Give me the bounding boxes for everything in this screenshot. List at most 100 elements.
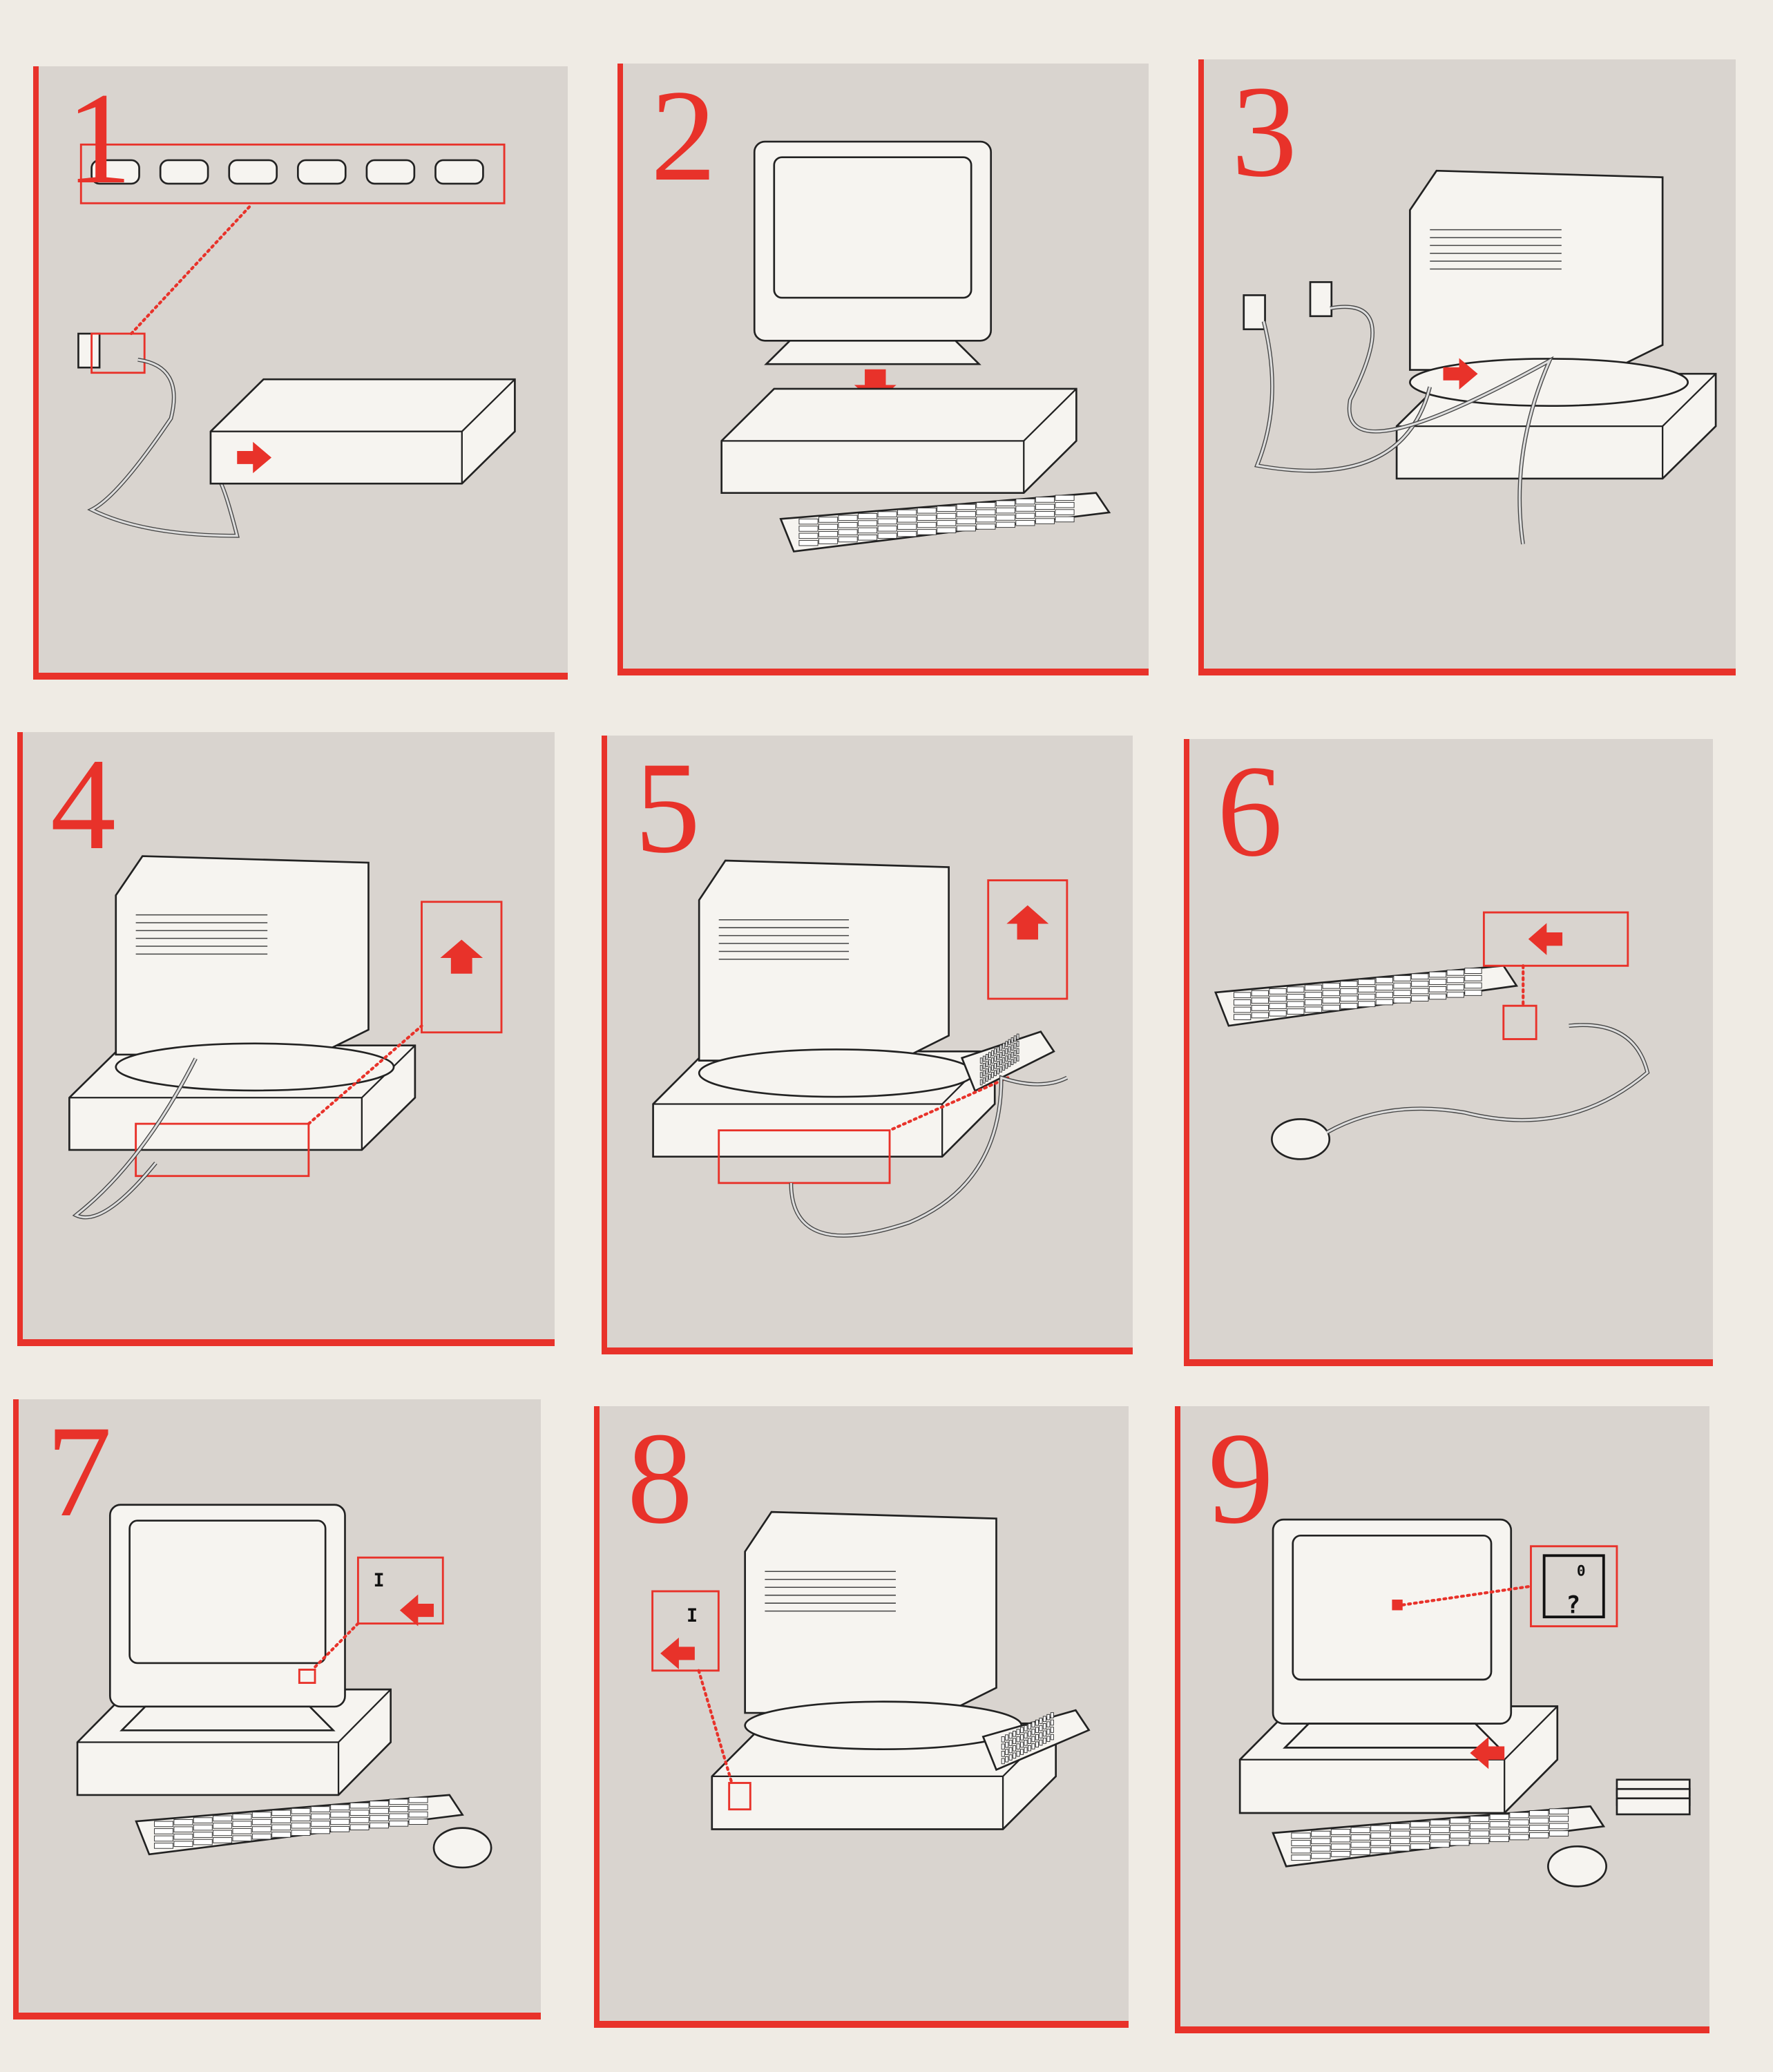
key	[1304, 1006, 1323, 1013]
key	[1016, 1048, 1019, 1055]
key	[1233, 992, 1252, 999]
key	[979, 1057, 983, 1064]
key	[1330, 1829, 1351, 1835]
key	[1411, 988, 1429, 995]
key	[1005, 1055, 1008, 1062]
key	[1002, 1050, 1006, 1057]
key	[369, 1801, 389, 1807]
step-3-illustration	[1243, 169, 1717, 545]
key	[1357, 993, 1376, 1000]
key	[1024, 1732, 1028, 1739]
key	[1027, 1745, 1032, 1752]
key	[232, 1835, 252, 1842]
callout-box	[1502, 1004, 1537, 1040]
monitor-back	[698, 859, 950, 1062]
red-arrow-icon	[1470, 1736, 1505, 1769]
step-panel-1: 1	[33, 66, 568, 680]
key	[979, 1079, 983, 1086]
key	[1375, 992, 1394, 998]
key	[917, 529, 937, 535]
key	[1529, 1832, 1549, 1839]
key	[1446, 984, 1464, 990]
monitor-screen	[1292, 1534, 1493, 1681]
key	[1031, 1729, 1035, 1735]
key	[982, 1077, 986, 1084]
key	[1031, 1743, 1035, 1749]
step-panel-2: 2	[617, 64, 1149, 675]
key	[1005, 1756, 1009, 1763]
key	[173, 1819, 193, 1825]
key	[1039, 1718, 1043, 1724]
key	[1370, 1839, 1390, 1846]
step-number: 2	[651, 64, 716, 209]
key	[154, 1835, 174, 1842]
monitor-screen	[128, 1519, 327, 1665]
key	[1311, 1845, 1331, 1852]
key	[1450, 1825, 1470, 1832]
red-arrow-icon	[399, 1594, 434, 1627]
key	[1027, 1738, 1032, 1744]
key	[1008, 1754, 1013, 1761]
key	[1016, 1743, 1020, 1749]
key	[1035, 1727, 1039, 1734]
red-arrow-icon	[660, 1637, 695, 1669]
key	[982, 1063, 986, 1069]
key	[1469, 1830, 1490, 1837]
callout-box	[728, 1782, 751, 1811]
key	[349, 1810, 370, 1816]
key	[291, 1815, 311, 1822]
monitor-port-callout	[421, 901, 503, 1034]
key	[1446, 991, 1464, 998]
key	[956, 503, 976, 510]
step-number: 6	[1217, 739, 1283, 884]
key	[997, 1068, 999, 1075]
key	[1055, 495, 1075, 501]
key	[1489, 1821, 1509, 1828]
key	[1035, 1719, 1039, 1726]
key	[1464, 975, 1482, 981]
key	[1027, 1730, 1032, 1737]
key	[1390, 1838, 1410, 1844]
key	[991, 1050, 994, 1057]
key	[1046, 1736, 1051, 1743]
callout-dotted-line	[129, 204, 252, 336]
key	[1393, 975, 1411, 981]
key	[994, 1055, 997, 1062]
key	[1446, 977, 1464, 984]
wall-outlet	[1243, 294, 1266, 331]
key	[1291, 1840, 1311, 1846]
cable-highlight	[74, 1057, 197, 1219]
key	[838, 536, 858, 543]
key	[877, 526, 897, 532]
key	[1008, 1039, 1011, 1046]
key	[1549, 1808, 1569, 1815]
key	[956, 525, 976, 532]
key	[1410, 1828, 1430, 1835]
callout-dotted-line	[311, 1622, 360, 1671]
key	[1330, 1836, 1351, 1843]
key	[1370, 1825, 1390, 1832]
key	[897, 509, 917, 516]
monitor-back	[115, 855, 370, 1056]
monitor-back	[744, 1510, 997, 1714]
key	[1031, 1721, 1035, 1728]
key	[408, 1804, 428, 1810]
cable-highlight	[1255, 320, 1431, 472]
key	[1330, 1850, 1351, 1857]
key	[1233, 1006, 1252, 1013]
key	[1001, 1736, 1005, 1743]
key	[1016, 1033, 1019, 1040]
key	[389, 1813, 409, 1820]
plug-icon	[90, 159, 140, 185]
callout-box	[135, 1122, 310, 1178]
key	[1039, 1732, 1043, 1738]
key	[1370, 1832, 1390, 1839]
key	[193, 1817, 213, 1823]
monitor-swivel-base	[1409, 358, 1689, 407]
key	[1411, 973, 1429, 980]
key	[1016, 1055, 1019, 1062]
plug-icon	[365, 159, 416, 185]
key	[1013, 1752, 1017, 1759]
computer-case-edge	[1240, 1705, 1558, 1814]
step-number: 1	[66, 66, 132, 211]
